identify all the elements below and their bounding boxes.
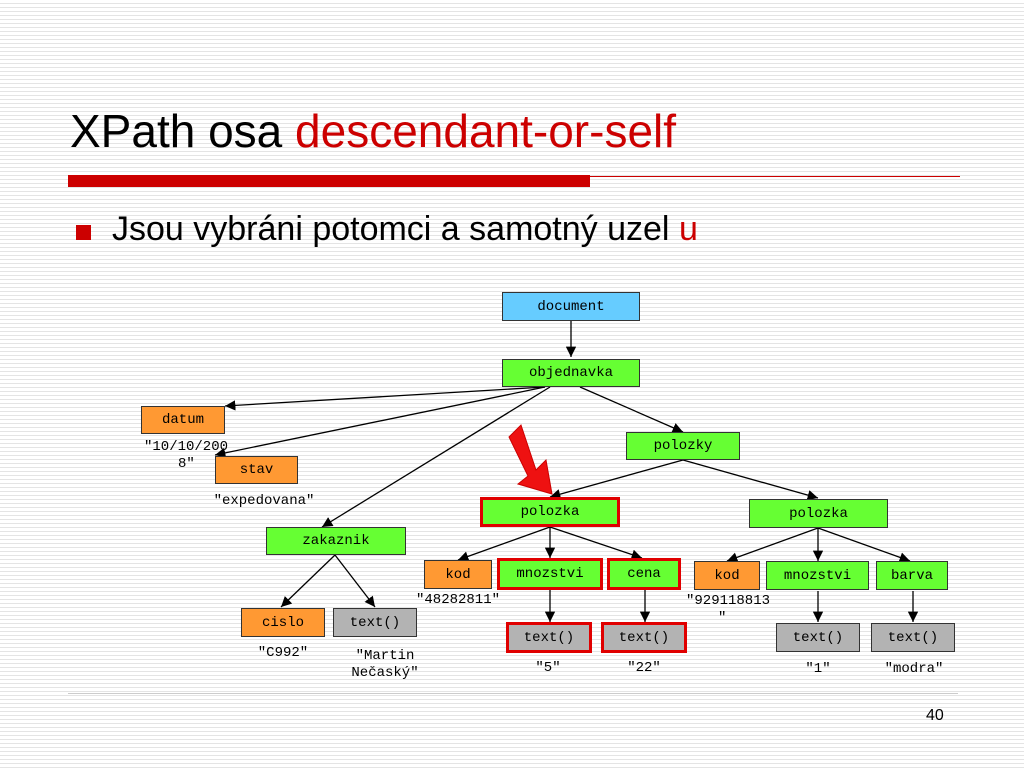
value-kod-2: "929118813 ": [670, 593, 786, 627]
node-cislo: cislo: [241, 608, 325, 637]
value-datum: "10/10/200 8": [126, 439, 246, 473]
node-polozka: polozka: [749, 499, 888, 528]
node-cena-selected: cena: [607, 558, 681, 590]
node-mnozstvi-2: mnozstvi: [766, 561, 869, 590]
bullet-square-icon: [76, 225, 91, 240]
node-zakaznik: zakaznik: [266, 527, 406, 555]
edge-objednavka-zakaznik: [321, 386, 551, 528]
edge-polozka1-cena: [549, 526, 643, 560]
node-mnozstvi-text-selected: text(): [506, 622, 592, 653]
node-kod-2: kod: [694, 561, 760, 590]
node-kod: kod: [424, 560, 492, 589]
value-cislo: "C992": [257, 645, 309, 661]
edge-polozky-polozka2: [682, 459, 819, 501]
node-polozka-selected: polozka: [480, 497, 620, 527]
edge-zakaznik-cislo: [280, 554, 336, 608]
edge-polozky-polozka1: [549, 459, 684, 500]
edge-polozka2-kod: [726, 527, 819, 563]
bullet-main-text: Jsou vybráni potomci a samotný uzel: [112, 210, 679, 248]
node-stav: stav: [215, 456, 298, 484]
node-objednavka: objednavka: [502, 359, 640, 387]
node-polozky: polozky: [626, 432, 740, 460]
node-barva: barva: [876, 561, 948, 590]
node-mnozstvi-text-2: text(): [776, 623, 860, 652]
slide-title: XPath osa descendant-or-self: [70, 104, 676, 158]
value-mnozstvi: "5": [535, 660, 561, 676]
value-datum-line2: 8": [178, 456, 195, 472]
value-zakaznik-line2: Nečaský": [351, 665, 419, 681]
edge-objednavka-datum: [224, 386, 546, 411]
edge-polozka1-kod: [457, 526, 551, 562]
value-zakaznik-line1: "Martin: [355, 648, 415, 664]
edge-zakaznik-text: [334, 554, 376, 608]
page-number: 40: [926, 707, 944, 724]
node-barva-text: text(): [871, 623, 955, 652]
node-zakaznik-text: text(): [333, 608, 417, 637]
value-datum-line1: "10/10/200: [143, 439, 228, 455]
bullet-text: Jsou vybráni potomci a samotný uzel u: [112, 210, 698, 249]
title-underline-line: [590, 176, 960, 177]
edge-objednavka-stav: [214, 386, 546, 458]
value-cena: "22": [627, 660, 661, 676]
value-kod-2-line1: "929118813: [685, 593, 770, 609]
title-prefix: XPath osa: [70, 105, 296, 157]
title-accent: descendant-or-self: [295, 105, 677, 157]
node-mnozstvi-selected: mnozstvi: [497, 558, 603, 590]
edge-objednavka-polozky: [579, 386, 684, 433]
highlight-arrow-icon: [508, 424, 553, 495]
bullet-accent-text: u: [678, 210, 698, 248]
edge-polozka2-barva: [817, 527, 911, 563]
node-cena-text-selected: text(): [601, 622, 687, 653]
value-mnozstvi-2: "1": [805, 661, 831, 677]
value-kod: "48282811": [415, 592, 500, 608]
value-barva: "modra": [884, 661, 944, 677]
value-kod-2-line2: ": [718, 610, 727, 626]
title-underline-bar: [68, 175, 590, 187]
footer-divider: [68, 693, 958, 694]
node-document: document: [502, 292, 640, 321]
value-zakaznik-text: "Martin Nečaský": [326, 648, 444, 682]
value-stav: "expedovana": [213, 493, 315, 509]
node-datum: datum: [141, 406, 225, 434]
